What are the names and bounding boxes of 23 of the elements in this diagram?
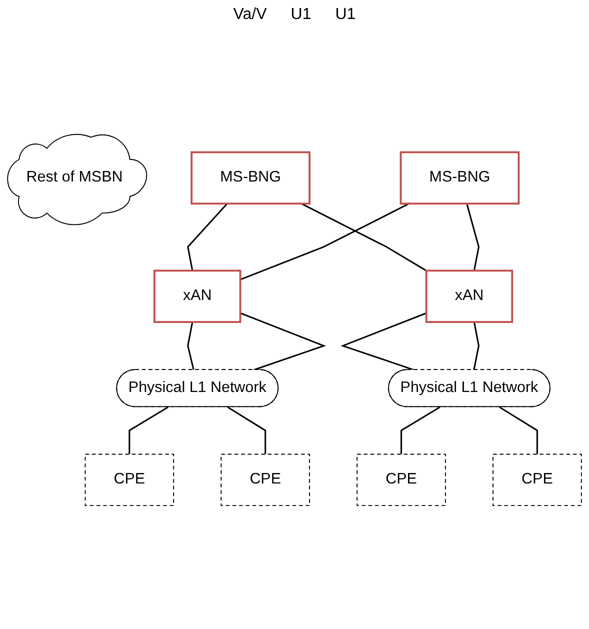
node-box: CPE <box>220 454 310 506</box>
connector <box>473 322 480 370</box>
connector <box>128 406 168 454</box>
connector <box>340 312 427 371</box>
interface-label: U1 <box>335 6 356 24</box>
connector <box>240 202 410 280</box>
connector <box>240 312 326 371</box>
connector <box>187 322 194 370</box>
interface-label: U1 <box>290 6 312 24</box>
interface-label: Va/V <box>233 6 267 24</box>
connector <box>466 203 480 271</box>
connector <box>300 202 427 272</box>
connector <box>499 406 538 454</box>
node-box: CPE <box>356 454 446 506</box>
connector <box>400 406 440 454</box>
connector <box>187 203 228 271</box>
node-box: xAN <box>154 270 242 323</box>
node-box: MS-BNG <box>400 151 520 205</box>
node-box: CPE <box>84 454 174 506</box>
node-box: xAN <box>425 270 514 323</box>
node-box: CPE <box>492 454 582 506</box>
connector <box>227 406 266 454</box>
node-box: MS-BNG <box>190 151 310 205</box>
